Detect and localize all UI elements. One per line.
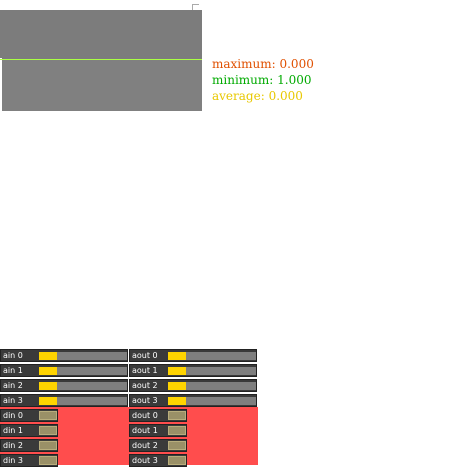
minimum-readout: minimum: 1.000 <box>212 73 312 87</box>
digital-input-label: din 2 <box>3 441 24 450</box>
analog-output-label: aout 0 <box>132 351 158 360</box>
analog-output-label: aout 2 <box>132 381 158 390</box>
analog-output-label: aout 1 <box>132 366 158 375</box>
analog-output-fill <box>168 397 186 405</box>
digital-input-indicator[interactable] <box>39 456 57 465</box>
analog-output-row[interactable]: aout 2 <box>129 379 257 392</box>
analog-output-fill <box>168 352 186 360</box>
digital-output-toggle[interactable] <box>168 441 186 450</box>
analog-input-slider[interactable] <box>39 367 127 375</box>
digital-input-row[interactable]: din 2 <box>0 439 58 452</box>
analog-output-slider[interactable] <box>168 367 256 375</box>
analog-input-fill <box>39 397 57 405</box>
analog-input-fill <box>39 352 57 360</box>
analog-output-slider[interactable] <box>168 382 256 390</box>
digital-output-label: dout 1 <box>132 426 158 435</box>
digital-input-label: din 1 <box>3 426 24 435</box>
digital-output-toggle[interactable] <box>168 411 186 420</box>
analog-input-row[interactable]: ain 3 <box>0 394 128 407</box>
analog-output-slider[interactable] <box>168 352 256 360</box>
analog-input-row[interactable]: ain 2 <box>0 379 128 392</box>
analog-input-slider[interactable] <box>39 352 127 360</box>
digital-output-row[interactable]: dout 1 <box>129 424 187 437</box>
corner-marker <box>192 4 199 11</box>
analog-input-row[interactable]: ain 1 <box>0 364 128 377</box>
digital-output-label: dout 2 <box>132 441 158 450</box>
analog-input-label: ain 2 <box>3 381 23 390</box>
digital-output-toggle[interactable] <box>168 426 186 435</box>
analog-input-row[interactable]: ain 0 <box>0 349 128 362</box>
digital-input-row[interactable]: din 1 <box>0 424 58 437</box>
scope-upper-area <box>0 10 202 60</box>
analog-output-label: aout 3 <box>132 396 158 405</box>
analog-output-row[interactable]: aout 1 <box>129 364 257 377</box>
digital-output-row[interactable]: dout 0 <box>129 409 187 422</box>
analog-output-slider[interactable] <box>168 397 256 405</box>
digital-output-label: dout 3 <box>132 456 158 465</box>
digital-input-row[interactable]: din 0 <box>0 409 58 422</box>
analog-input-slider[interactable] <box>39 397 127 405</box>
digital-output-row[interactable]: dout 3 <box>129 454 187 467</box>
digital-input-label: din 3 <box>3 456 24 465</box>
analog-output-row[interactable]: aout 3 <box>129 394 257 407</box>
digital-input-label: din 0 <box>3 411 24 420</box>
digital-input-indicator[interactable] <box>39 441 57 450</box>
maximum-readout: maximum: 0.000 <box>212 57 314 71</box>
analog-input-slider[interactable] <box>39 382 127 390</box>
digital-output-label: dout 0 <box>132 411 158 420</box>
analog-input-label: ain 1 <box>3 366 23 375</box>
analog-output-fill <box>168 382 186 390</box>
digital-input-row[interactable]: din 3 <box>0 454 58 467</box>
io-panel: ain 0 ain 1 ain 2 ain 3 aout 0 aout 1 <box>0 347 258 467</box>
analog-output-row[interactable]: aout 0 <box>129 349 257 362</box>
signal-trace <box>0 59 202 60</box>
analog-input-label: ain 3 <box>3 396 23 405</box>
scope-edge <box>0 58 2 111</box>
digital-input-indicator[interactable] <box>39 426 57 435</box>
analog-input-label: ain 0 <box>3 351 23 360</box>
average-readout: average: 0.000 <box>212 89 303 103</box>
analog-input-fill <box>39 367 57 375</box>
analog-output-fill <box>168 367 186 375</box>
analog-input-fill <box>39 382 57 390</box>
oscilloscope-display <box>0 10 202 111</box>
digital-output-toggle[interactable] <box>168 456 186 465</box>
digital-output-row[interactable]: dout 2 <box>129 439 187 452</box>
digital-input-indicator[interactable] <box>39 411 57 420</box>
